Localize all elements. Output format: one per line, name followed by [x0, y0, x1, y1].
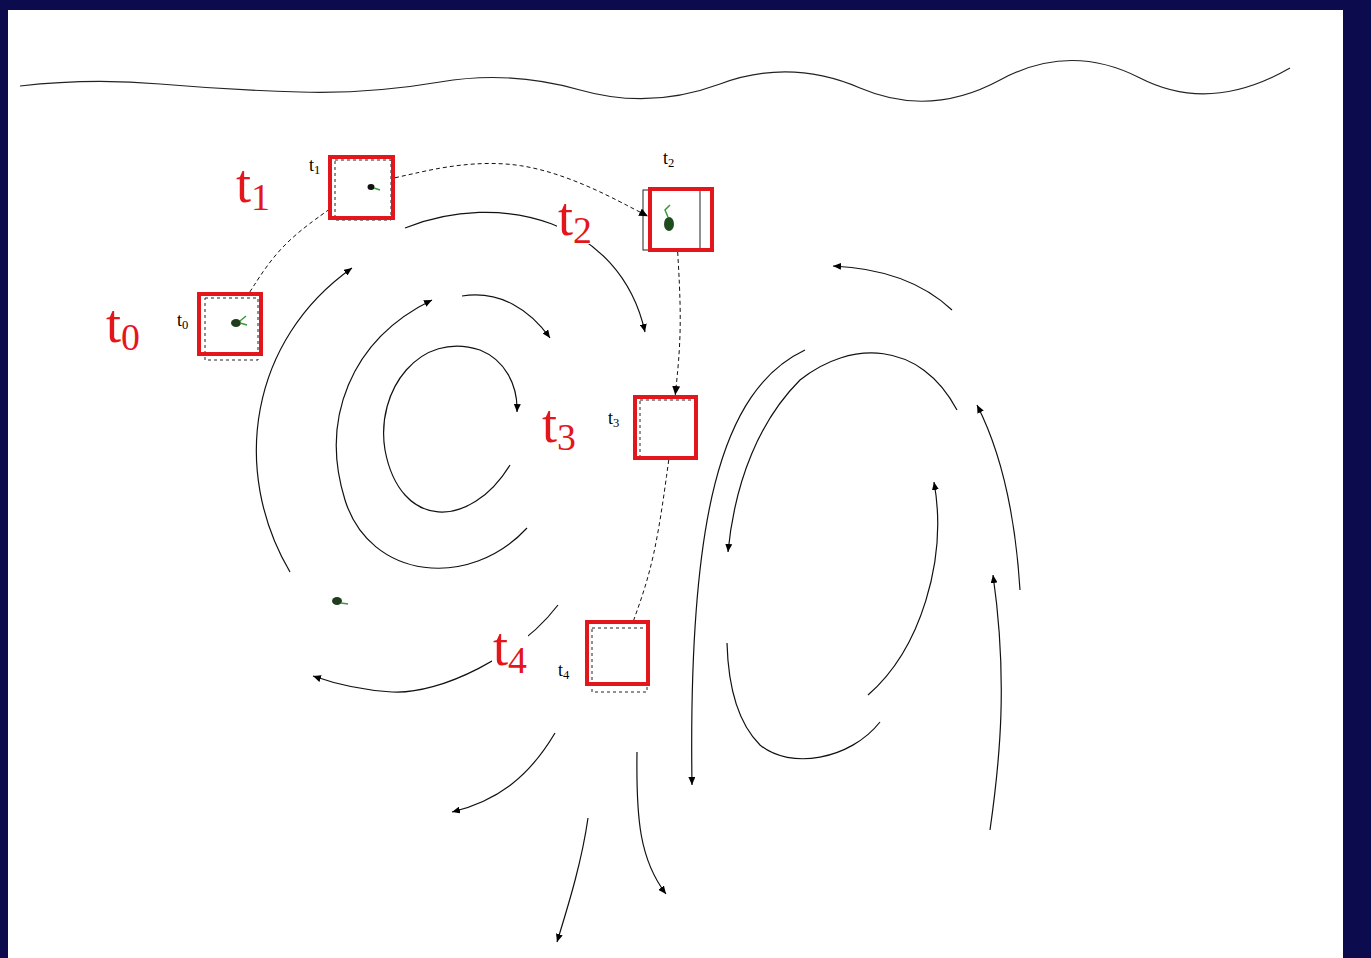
label-main: t	[608, 408, 613, 428]
trajectory-path	[395, 163, 648, 216]
flow-line	[727, 643, 880, 759]
flow-line	[336, 300, 527, 568]
trajectory-path	[675, 252, 680, 395]
label-subscript: 0	[121, 316, 140, 358]
flow-lines	[256, 212, 1020, 942]
time-label: t1	[235, 157, 271, 211]
label-main: t	[236, 154, 251, 214]
label-subscript: 4	[563, 668, 569, 682]
time-label: t4	[492, 620, 528, 674]
tracking-window: t0t0	[197, 292, 263, 356]
flow-line	[313, 605, 558, 692]
time-label: t2	[557, 190, 593, 244]
flow-line	[728, 353, 957, 552]
flow-line	[977, 405, 1020, 590]
label-main: t	[663, 148, 668, 168]
tracking-window: t4t4	[585, 620, 650, 686]
flow-line	[557, 818, 588, 942]
organism-icon	[368, 184, 381, 190]
label-subscript: 3	[557, 416, 576, 458]
label-main: t	[493, 617, 508, 677]
label-subscript: 0	[182, 318, 188, 332]
flow-line	[833, 266, 952, 310]
dashed-frame	[335, 160, 391, 220]
flow-line	[692, 350, 805, 785]
frame-boxes	[205, 160, 700, 692]
flow-line	[384, 346, 517, 512]
flow-line	[405, 212, 645, 332]
flow-line	[256, 268, 352, 572]
label-subscript: 4	[508, 639, 527, 681]
label-subscript: 2	[573, 209, 592, 251]
organisms	[231, 184, 674, 605]
label-main: t	[558, 660, 563, 680]
organism-icon	[332, 597, 348, 605]
tracking-window: t2t2	[648, 187, 714, 252]
flow-line	[637, 752, 666, 894]
label-main: t	[177, 310, 182, 330]
tracking-window: t1t1	[328, 155, 395, 220]
label-subscript: 3	[613, 416, 619, 430]
time-label: t3	[541, 397, 577, 451]
organism-icon	[231, 316, 247, 327]
label-main: t	[309, 155, 314, 175]
label-main: t	[542, 394, 557, 454]
time-tag: t3	[607, 409, 620, 427]
dashed-frame	[640, 400, 695, 458]
label-subscript: 1	[251, 176, 270, 218]
time-tag: t1	[308, 156, 321, 174]
label-subscript: 1	[314, 163, 320, 177]
trajectory-path	[250, 210, 328, 292]
time-tag: t0	[176, 311, 189, 329]
flow-line	[462, 295, 550, 338]
time-label: t0	[105, 297, 141, 351]
time-tag: t4	[557, 661, 570, 679]
flow-line	[868, 482, 938, 695]
time-tag: t2	[662, 149, 675, 167]
dashed-frame	[205, 298, 258, 360]
white-panel	[8, 10, 1343, 958]
trajectory-path	[634, 460, 669, 620]
label-main: t	[558, 187, 573, 247]
organism-icon	[664, 205, 674, 231]
label-subscript: 2	[668, 156, 674, 170]
tracking-window: t3t3	[633, 395, 698, 460]
flow-line	[990, 575, 1001, 830]
label-main: t	[106, 294, 121, 354]
flow-line	[452, 733, 555, 812]
water-surface	[20, 60, 1290, 101]
